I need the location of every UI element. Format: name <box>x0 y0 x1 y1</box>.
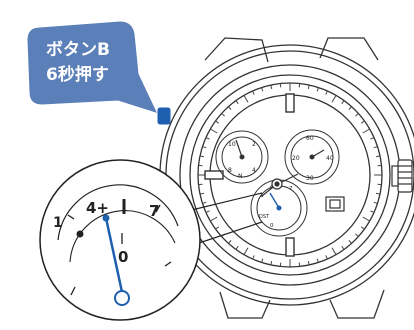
minute-tick <box>332 248 336 255</box>
minute-tick <box>308 261 309 265</box>
minute-tick <box>349 107 352 110</box>
center-hands <box>262 174 298 196</box>
minute-tick <box>244 248 248 255</box>
minute-tick <box>203 202 207 203</box>
minute-tick <box>206 138 210 140</box>
magnifier-hand-pivot <box>115 291 129 305</box>
subdial-right-num: 20 <box>292 155 300 162</box>
crown <box>392 160 412 192</box>
subdial-bottom-num: 7 <box>289 186 293 192</box>
date-window <box>326 197 344 211</box>
magnifier-label-7: 7 <box>149 202 159 220</box>
subdial-left-num: 4 <box>252 167 256 174</box>
minute-tick <box>317 88 318 92</box>
minute-tick <box>376 193 380 194</box>
subdial-left-num: N <box>238 173 243 180</box>
minute-tick <box>332 95 336 102</box>
minute-tick <box>355 234 358 237</box>
minute-tick <box>342 101 344 104</box>
minute-tick <box>271 261 272 265</box>
magnifier <box>40 160 200 320</box>
minute-tick <box>228 240 231 243</box>
magnifier-label-1: 1 <box>53 215 63 231</box>
minute-tick <box>361 121 364 123</box>
callout-line-2: 6秒押す <box>46 64 109 85</box>
minute-tick <box>262 88 263 92</box>
minute-tick <box>203 147 207 148</box>
subdial-bottom-labels: 4+ 1 7 0 DST <box>259 184 293 229</box>
subdial-bottom-num: 0 <box>270 223 274 229</box>
minute-tick <box>253 255 255 259</box>
button-b <box>158 108 170 124</box>
minute-tick <box>210 129 217 133</box>
magnifier-dot <box>77 231 84 238</box>
minute-tick <box>342 246 344 249</box>
minute-tick <box>206 211 210 213</box>
minute-tick <box>216 121 219 123</box>
magnifier-label-4plus: 4+ <box>86 199 109 217</box>
minute-tick <box>374 147 378 148</box>
subdial-bottom-num: DST <box>259 214 270 220</box>
minute-tick <box>210 217 217 221</box>
minute-tick <box>244 95 248 102</box>
subdial-left-num: 8 <box>228 167 232 174</box>
minute-tick <box>271 85 272 89</box>
minute-tick <box>200 193 204 194</box>
magnifier-label-0: 0 <box>118 248 128 266</box>
subdial-right-num: 40 <box>326 155 334 162</box>
minute-tick <box>222 113 225 116</box>
minute-tick <box>317 259 318 263</box>
subdial-left-num: 10 <box>228 141 236 148</box>
minute-tick <box>200 156 204 157</box>
minute-tick <box>253 91 255 95</box>
minute-tick <box>355 113 358 116</box>
minute-tick <box>228 107 231 110</box>
minute-tick <box>370 138 374 140</box>
minute-tick <box>361 227 364 229</box>
minute-tick <box>216 227 219 229</box>
minute-tick <box>326 91 328 95</box>
subdial-left-num: 2 <box>252 141 256 148</box>
minute-tick <box>374 202 378 203</box>
minute-tick <box>262 259 263 263</box>
minute-tick <box>308 85 309 89</box>
minute-tick <box>370 211 374 213</box>
minute-tick <box>349 240 352 243</box>
watch-case <box>160 38 414 318</box>
minute-tick <box>236 101 238 104</box>
callout-line-1: ボタンB <box>46 40 110 60</box>
minute-tick <box>326 255 328 259</box>
minute-tick <box>236 246 238 249</box>
minute-tick <box>363 129 370 133</box>
subdial-right-num: 30 <box>306 175 314 182</box>
subdial-right-num: 60 <box>306 135 314 142</box>
minute-tick <box>376 156 380 157</box>
minute-tick <box>363 217 370 221</box>
